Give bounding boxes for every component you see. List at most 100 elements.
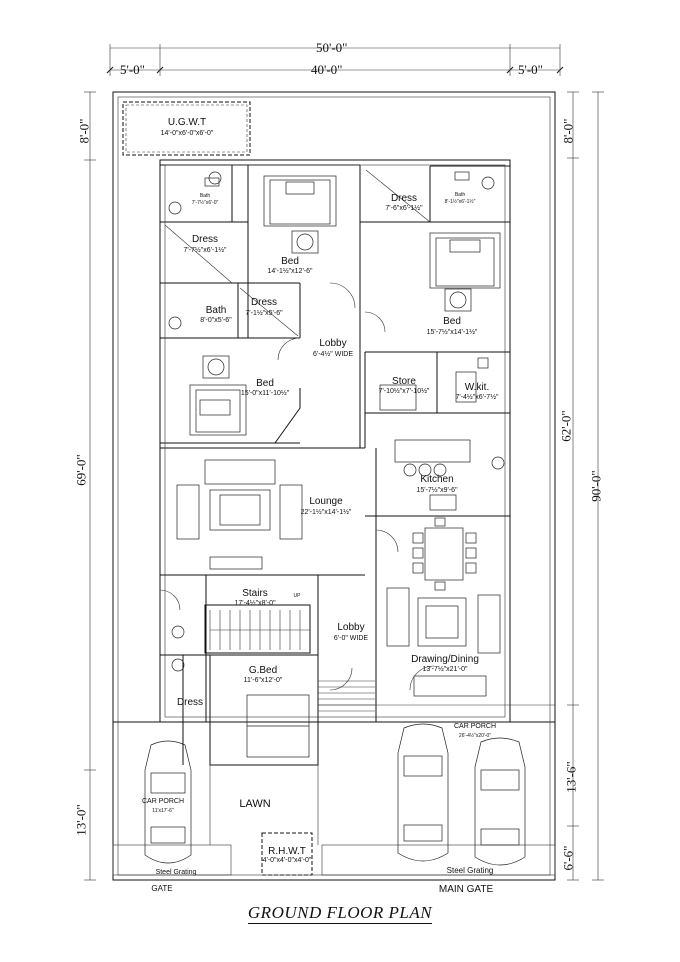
dress4-label: Dress	[176, 697, 204, 708]
steel-grating-left-label: Steel Grating	[155, 869, 197, 876]
dim-left-top: 8'-0"	[76, 118, 92, 144]
dim-right-middle: 62'-0"	[558, 410, 574, 442]
bath2-label: Bath	[454, 192, 466, 198]
bed-mattress	[269, 179, 331, 225]
store-shelf	[379, 384, 417, 411]
car-icon-middle	[397, 723, 449, 862]
rhwt-label: R.H.W.T	[268, 846, 306, 857]
bar-stool	[433, 463, 447, 477]
door-swing	[159, 589, 181, 611]
store-label: Store	[392, 376, 416, 387]
drawing-size: 13'-7½"x21'-0"	[422, 666, 468, 673]
bar-stool	[418, 463, 432, 477]
angled-wall	[274, 388, 301, 444]
lounge-label: Lounge	[309, 496, 343, 507]
rug-medallion	[296, 233, 314, 251]
gate-label: GATE	[151, 884, 173, 893]
steel-grating	[321, 844, 556, 876]
sink-icon	[491, 456, 505, 470]
carporch2-size: 11'x17'-6"	[152, 808, 174, 814]
sofa-icon	[386, 587, 410, 647]
lounge-size: 22'-1½"x14'-1½"	[300, 509, 352, 516]
stairs-size: 17'-4½"x8'-0"	[234, 600, 276, 607]
ugwt-size: 14'-0"x6'-0"x6'-0"	[160, 130, 214, 137]
sofa-icon	[279, 484, 303, 540]
bath1-label: Bath	[199, 193, 211, 199]
dress-diagonal	[239, 287, 299, 337]
gbed-label: G.Bed	[248, 665, 278, 676]
bath3-label: Bath	[205, 305, 227, 316]
sink-icon	[477, 357, 489, 369]
rug-icon	[209, 489, 271, 531]
carporch1-label: CAR PORCH	[453, 723, 497, 730]
car-rear-window	[403, 824, 443, 842]
dining-table	[424, 527, 464, 581]
door-swing	[277, 337, 301, 361]
lawn-label: LAWN	[239, 798, 271, 810]
toilet-icon	[171, 658, 185, 672]
bed2-label: Bed	[443, 316, 461, 327]
dress2-label: Dress	[390, 193, 418, 204]
stairs-up-label: UP	[293, 593, 301, 599]
bed2-size: 15'-7½"x14'-1½"	[426, 329, 478, 336]
bed-icon	[189, 384, 247, 436]
dress1-size: 7'-7½"x6'-1½"	[183, 247, 227, 254]
plot-boundary	[112, 91, 556, 881]
bed1-size: 14'-1½"x12'-6"	[267, 268, 313, 275]
wkit-label: W.kit.	[464, 382, 490, 393]
door-swing	[329, 667, 353, 691]
bed-icon	[263, 175, 337, 227]
drawing-title-text: GROUND FLOOR PLAN	[247, 903, 433, 924]
dim-right-total: 90'-0"	[588, 470, 604, 502]
rug-icon	[444, 288, 472, 312]
carporch2-label: CAR PORCH	[141, 798, 185, 805]
rug-medallion	[207, 358, 225, 376]
dining-chair	[465, 562, 477, 574]
steel-grating	[112, 844, 232, 876]
dress2-size: 7'-6"x6'-1½"	[385, 205, 423, 212]
car-icon-left	[144, 740, 192, 864]
sofa-icon	[477, 594, 501, 654]
bar-stool	[403, 463, 417, 477]
ugwt-tank	[122, 101, 251, 156]
store-size: 7'-10½"x7'-10½"	[378, 388, 430, 395]
kitchen-island	[394, 439, 471, 463]
toilet-icon	[168, 316, 182, 330]
dress-diagonal	[365, 169, 431, 223]
sofa-icon	[204, 459, 276, 485]
stair-outline	[204, 604, 311, 654]
dim-right-setback: 5'-0"	[518, 62, 543, 77]
door-swing	[409, 665, 435, 691]
dim-total-width: 50'-0"	[316, 40, 348, 55]
door-swing	[329, 282, 356, 309]
car-icon-right	[474, 737, 526, 866]
coffee-table-icon	[425, 605, 459, 639]
rhwt-size: 4'-0"x4'-0"x4'-0"	[262, 857, 312, 864]
dress1-label: Dress	[191, 234, 219, 245]
drawing-title: GROUND FLOOR PLAN	[0, 903, 680, 924]
dim-right-porch: 13'-6"	[563, 761, 579, 793]
dining-chair	[412, 562, 424, 574]
bed-pillow	[199, 399, 231, 416]
door-swing	[375, 529, 399, 553]
sofa-icon	[413, 675, 487, 697]
bed-icon	[429, 232, 501, 289]
dress3-size: 7'-1½"x5'-6"	[245, 310, 283, 317]
toilet-icon	[171, 625, 185, 639]
ugwt-label: U.G.W.T	[167, 117, 207, 128]
lobby2-label: Lobby	[337, 622, 365, 633]
kitchen-size: 15'-7½"x9'-6"	[416, 487, 458, 494]
bath3-size: 8'-0"x5'-6"	[200, 317, 232, 324]
car-rear-window	[150, 826, 186, 844]
stairs-label: Stairs	[242, 588, 268, 599]
toilet-icon	[481, 176, 495, 190]
bed1-label: Bed	[281, 256, 299, 267]
dim-left-bottom: 13'-0"	[73, 804, 89, 836]
lobby2-size: 6'-0" WIDE	[333, 635, 369, 642]
wkit-size: 7'-4½"x6'-7½"	[455, 394, 499, 401]
rug-medallion	[449, 291, 467, 309]
bed-mattress	[435, 237, 495, 287]
dress3-label: Dress	[250, 297, 278, 308]
dining-chair	[465, 547, 477, 559]
